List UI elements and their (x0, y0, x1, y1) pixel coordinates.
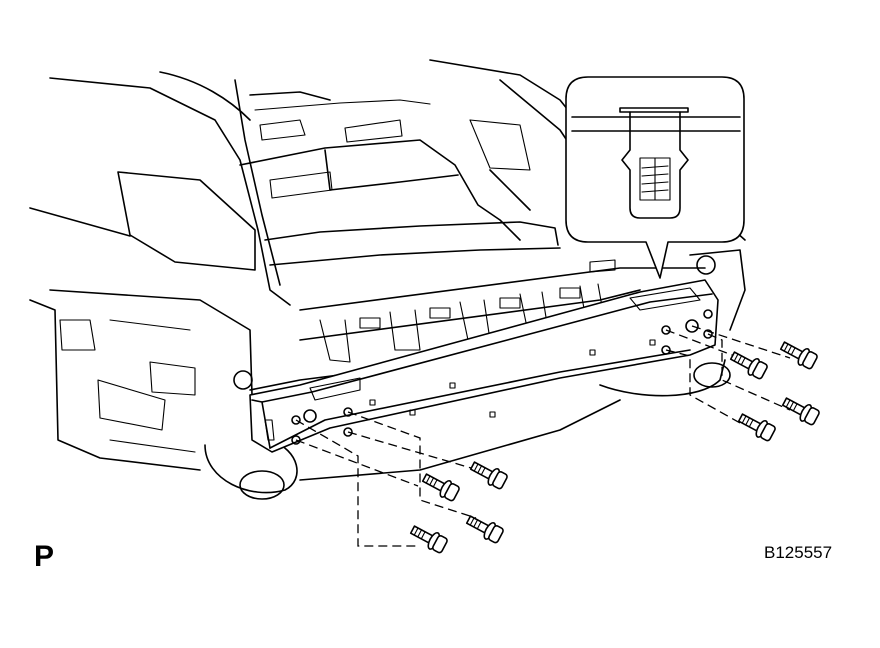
figure-id: B125557 (764, 543, 833, 562)
bolt-leader-lines (295, 325, 791, 547)
bolt (779, 341, 818, 370)
bumper-reinforcement (249, 279, 719, 453)
bolt (737, 413, 776, 442)
bolt (781, 397, 820, 426)
bolt (421, 473, 460, 502)
bolt (465, 515, 504, 544)
bolt (469, 461, 508, 490)
bolt (729, 351, 768, 380)
view-label: P (34, 540, 55, 573)
bolts (409, 341, 820, 554)
bolt (409, 525, 448, 554)
clip-detail-callout (565, 76, 745, 279)
